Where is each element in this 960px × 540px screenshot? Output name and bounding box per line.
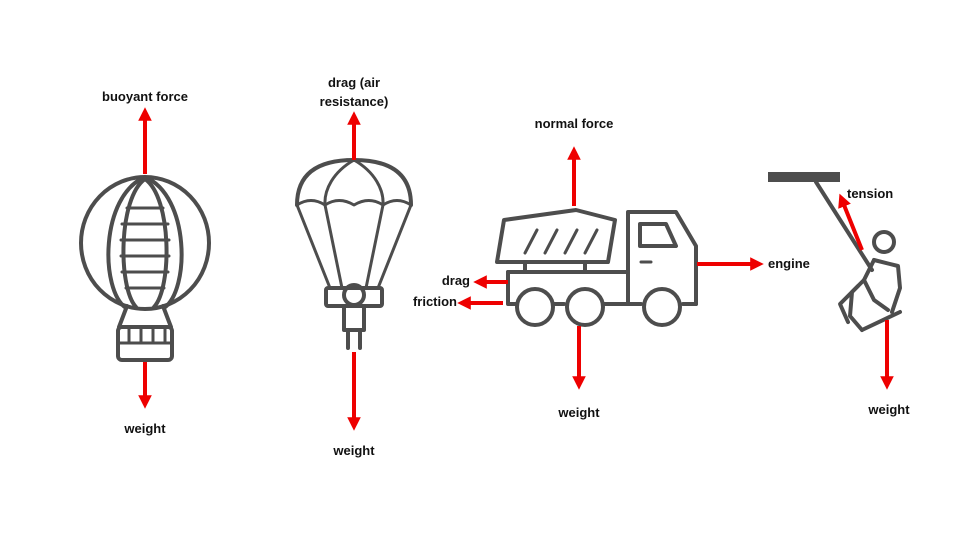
buoyant-force-label: buoyant force	[102, 89, 188, 104]
swing-weight-label: weight	[867, 402, 910, 417]
tension-arrow	[838, 193, 864, 251]
truck-drag-label: drag	[442, 273, 470, 288]
truck-weight-label: weight	[557, 405, 600, 420]
air-resistance-label-line1: drag (air	[328, 75, 380, 90]
tension-label: tension	[847, 186, 893, 201]
parachute-weight-label: weight	[332, 443, 375, 458]
air-resistance-label-line2: resistance)	[320, 94, 389, 109]
hot-air-balloon-icon	[79, 175, 211, 362]
balloon-weight-label: weight	[123, 421, 166, 436]
normal-force-label: normal force	[535, 116, 614, 131]
rope-swing-person-icon	[768, 172, 902, 332]
friction-label: friction	[413, 294, 457, 309]
parachutist-icon	[295, 158, 413, 350]
dump-truck-icon	[495, 208, 698, 327]
engine-label: engine	[768, 256, 810, 271]
